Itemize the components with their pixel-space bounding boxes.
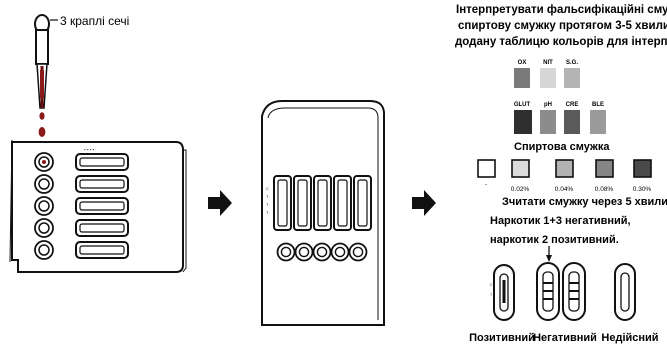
svg-text:T: T bbox=[266, 194, 269, 199]
result-instruction-line-3: наркотик 2 позитивний. bbox=[490, 234, 619, 246]
svg-text:C: C bbox=[490, 283, 493, 287]
result-strip-positive: C T bbox=[490, 264, 515, 321]
label-negative: Негативний bbox=[533, 332, 597, 344]
test-cup: C T T T bbox=[261, 99, 386, 326]
svg-text:T: T bbox=[490, 293, 493, 297]
alcohol-level-swatch bbox=[511, 159, 530, 178]
alcohol-level-label: - bbox=[485, 182, 487, 188]
cup-wells bbox=[276, 242, 368, 262]
pad-label: S.G. bbox=[566, 60, 578, 66]
urine-drop-icon bbox=[38, 127, 46, 137]
label-positive: Позитивний bbox=[469, 332, 535, 344]
pad-label: CRE bbox=[566, 102, 579, 108]
instruction-line-1: Інтерпретувати фальсифікаційні смужки та bbox=[456, 4, 667, 16]
result-instruction-line-1: Зчитати смужку через 5 хвилин. bbox=[502, 196, 667, 208]
color-pad-ble bbox=[590, 110, 606, 134]
pad-label: pH bbox=[544, 102, 552, 108]
alcohol-level-label: 0.08% bbox=[595, 186, 614, 193]
alcohol-level-swatch bbox=[595, 159, 614, 178]
result-strip-negative bbox=[536, 262, 586, 321]
alcohol-level-label: 0.04% bbox=[555, 186, 574, 193]
svg-text:T: T bbox=[266, 202, 269, 207]
label-invalid: Недійсний bbox=[601, 332, 658, 344]
result-windows: ▪ ▪ ▪ ▪ bbox=[75, 147, 129, 259]
adulterant-pads-row-1: OX NIT S.G. bbox=[514, 60, 580, 88]
pad-label: BLE bbox=[592, 102, 604, 108]
color-pad-cre bbox=[564, 110, 580, 134]
pad-label: NIT bbox=[543, 60, 553, 66]
pad-label: GLUT bbox=[514, 102, 531, 108]
alcohol-level-label: 0.02% bbox=[511, 186, 530, 193]
svg-text:▪ ▪ ▪ ▪: ▪ ▪ ▪ ▪ bbox=[84, 147, 95, 152]
test-device-panel: ▪ ▪ ▪ ▪ bbox=[9, 139, 187, 273]
instruction-line-3: додану таблицю кольорів для інтерпретаці… bbox=[455, 36, 667, 48]
alcohol-color-chart: - 0.02% 0.04% 0.08% 0.30% bbox=[477, 159, 652, 193]
color-pad-sg bbox=[564, 68, 580, 88]
dropper-body bbox=[35, 29, 49, 65]
pad-label: OX bbox=[518, 60, 527, 66]
alcohol-level-swatch bbox=[555, 159, 574, 178]
color-pad-nit bbox=[540, 68, 556, 88]
urine-drop-icon bbox=[39, 112, 45, 120]
result-instruction-line-2: Наркотик 1+3 негативний, bbox=[490, 215, 631, 227]
next-step-arrow-icon bbox=[412, 190, 436, 216]
alcohol-level-swatch bbox=[633, 159, 652, 178]
alcohol-strip-title: Спиртова смужка bbox=[514, 141, 610, 153]
adulterant-pads-row-2: GLUT pH CRE BLE bbox=[514, 102, 606, 134]
result-strip-invalid bbox=[614, 263, 636, 321]
svg-text:C: C bbox=[266, 186, 269, 191]
alcohol-level-swatch bbox=[477, 159, 496, 178]
svg-text:T: T bbox=[266, 210, 269, 215]
color-pad-ph bbox=[540, 110, 556, 134]
next-step-arrow-icon bbox=[208, 190, 232, 216]
alcohol-level-label: 0.30% bbox=[633, 186, 652, 193]
dropper bbox=[34, 14, 58, 137]
color-pad-glut bbox=[514, 110, 532, 134]
sample-wells bbox=[34, 152, 54, 260]
color-pad-ox bbox=[514, 68, 530, 88]
instruction-line-2: спиртову смужку протягом 3-5 хвилин. Див… bbox=[458, 20, 667, 32]
dropper-note: 3 краплі сечі bbox=[60, 14, 129, 28]
